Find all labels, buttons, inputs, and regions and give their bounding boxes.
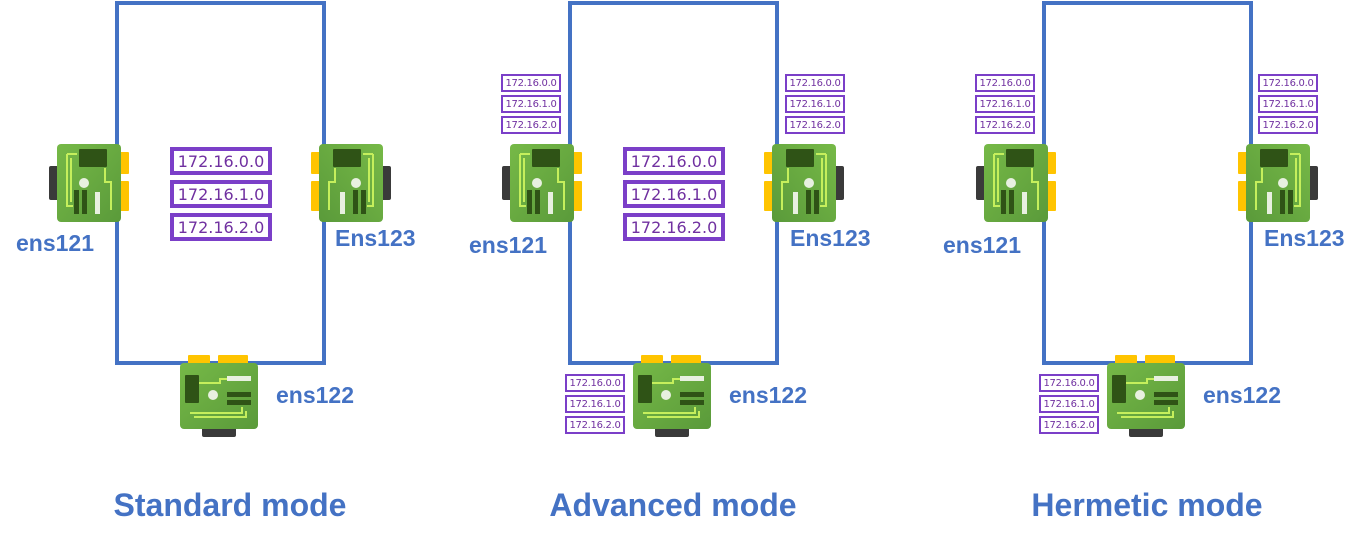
left-nic-route-list: 172.16.0.0 172.16.1.0 172.16.2.0 bbox=[501, 74, 561, 134]
nic-label-bottom: ens122 bbox=[276, 382, 355, 408]
route-entry: 172.16.2.0 bbox=[565, 416, 625, 434]
route-entry: 172.16.1.0 bbox=[1258, 95, 1318, 113]
bottom-nic-route-list: 172.16.0.0 172.16.1.0 172.16.2.0 bbox=[1039, 374, 1099, 434]
nic-label-right: Ens123 bbox=[335, 225, 416, 251]
nic-icon bbox=[48, 144, 130, 224]
panel-advanced-mode: 172.16.0.0 172.16.1.0 172.16.2.0 172.16.… bbox=[453, 0, 913, 549]
nic-icon bbox=[180, 355, 264, 439]
route-entry: 172.16.0.0 bbox=[975, 74, 1035, 92]
right-nic-route-list: 172.16.0.0 172.16.1.0 172.16.2.0 bbox=[785, 74, 845, 134]
nic-label-right: Ens123 bbox=[1264, 225, 1345, 251]
center-route-list: 172.16.0.0 172.16.1.0 172.16.2.0 bbox=[623, 147, 725, 241]
network-ring bbox=[1042, 1, 1253, 365]
panel-hermetic-mode: 172.16.0.0 172.16.1.0 172.16.2.0 172.16.… bbox=[927, 0, 1367, 549]
route-entry: 172.16.2.0 bbox=[975, 116, 1035, 134]
nic-icon bbox=[310, 144, 392, 224]
route-entry: 172.16.0.0 bbox=[1039, 374, 1099, 392]
nic-icon bbox=[975, 144, 1057, 224]
route-entry: 172.16.0.0 bbox=[565, 374, 625, 392]
route-entry: 172.16.0.0 bbox=[170, 147, 272, 175]
nic-icon bbox=[1107, 355, 1191, 439]
left-nic-route-list: 172.16.0.0 172.16.1.0 172.16.2.0 bbox=[975, 74, 1035, 134]
right-nic-route-list: 172.16.0.0 172.16.1.0 172.16.2.0 bbox=[1258, 74, 1318, 134]
route-entry: 172.16.1.0 bbox=[501, 95, 561, 113]
nic-label-bottom: ens122 bbox=[1203, 382, 1282, 408]
nic-icon bbox=[501, 144, 583, 224]
route-entry: 172.16.1.0 bbox=[785, 95, 845, 113]
route-entry: 172.16.1.0 bbox=[623, 180, 725, 208]
nic-icon bbox=[1237, 144, 1319, 224]
route-entry: 172.16.0.0 bbox=[1258, 74, 1318, 92]
mode-title: Hermetic mode bbox=[1031, 487, 1263, 523]
route-entry: 172.16.2.0 bbox=[785, 116, 845, 134]
route-entry: 172.16.1.0 bbox=[170, 180, 272, 208]
mode-title: Standard mode bbox=[113, 487, 347, 523]
nic-label-left: ens121 bbox=[469, 232, 548, 258]
route-entry: 172.16.0.0 bbox=[785, 74, 845, 92]
nic-label-right: Ens123 bbox=[790, 225, 871, 251]
nic-label-bottom: ens122 bbox=[729, 382, 808, 408]
center-route-list: 172.16.0.0 172.16.1.0 172.16.2.0 bbox=[170, 147, 272, 241]
route-entry: 172.16.2.0 bbox=[623, 213, 725, 241]
nic-icon bbox=[763, 144, 845, 224]
route-entry: 172.16.2.0 bbox=[1258, 116, 1318, 134]
route-entry: 172.16.2.0 bbox=[1039, 416, 1099, 434]
nic-icon bbox=[633, 355, 717, 439]
route-entry: 172.16.1.0 bbox=[565, 395, 625, 413]
nic-label-left: ens121 bbox=[943, 232, 1022, 258]
panel-standard-mode: 172.16.0.0 172.16.1.0 172.16.2.0 ens121 … bbox=[0, 0, 460, 549]
route-entry: 172.16.1.0 bbox=[1039, 395, 1099, 413]
route-entry: 172.16.0.0 bbox=[501, 74, 561, 92]
route-entry: 172.16.2.0 bbox=[170, 213, 272, 241]
route-entry: 172.16.1.0 bbox=[975, 95, 1035, 113]
mode-title: Advanced mode bbox=[549, 487, 797, 523]
route-entry: 172.16.0.0 bbox=[623, 147, 725, 175]
bottom-nic-route-list: 172.16.0.0 172.16.1.0 172.16.2.0 bbox=[565, 374, 625, 434]
nic-label-left: ens121 bbox=[16, 230, 95, 256]
route-entry: 172.16.2.0 bbox=[501, 116, 561, 134]
